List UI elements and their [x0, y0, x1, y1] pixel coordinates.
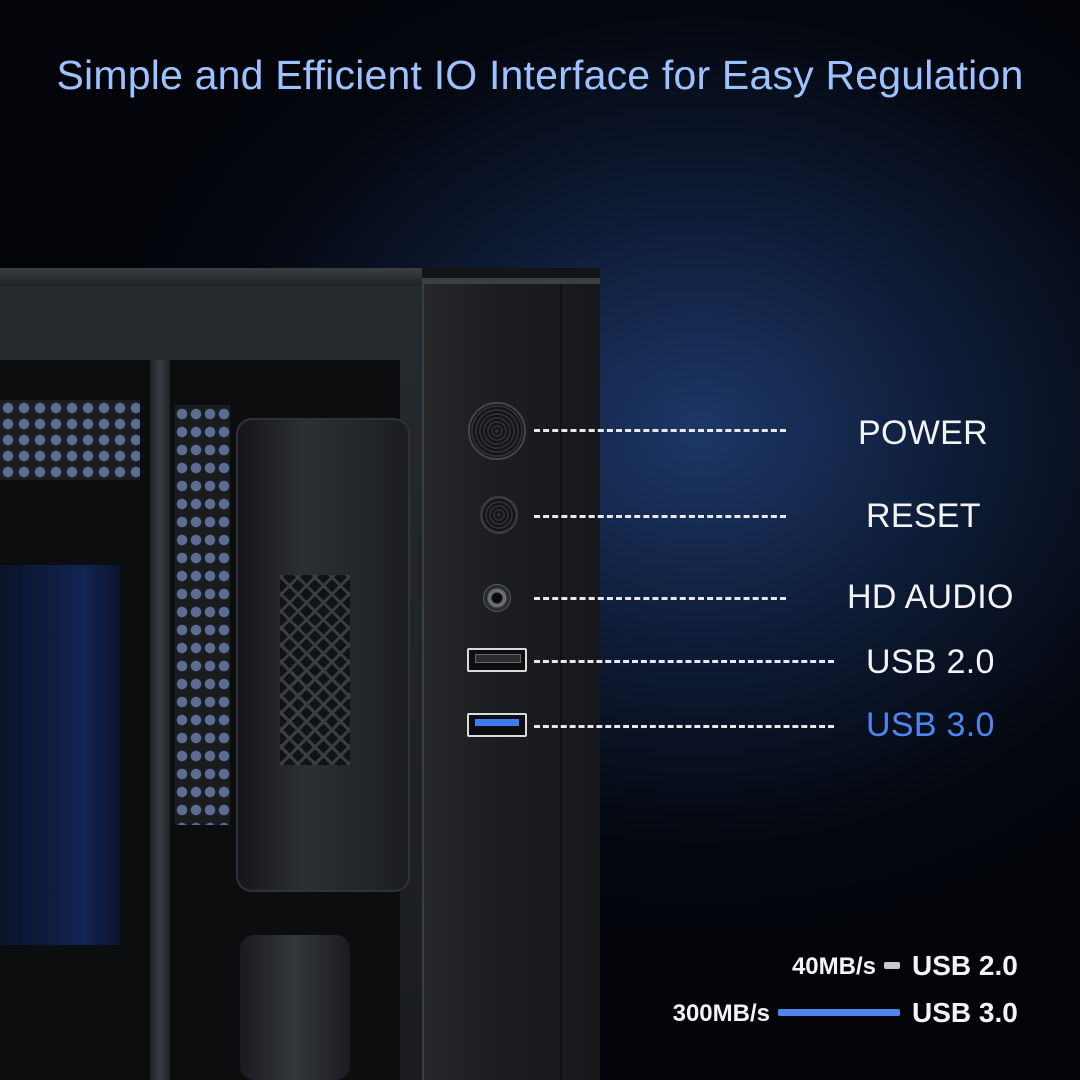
reset-label: RESET: [866, 497, 981, 535]
fan-grille: [280, 575, 350, 765]
reset-leader-line: [534, 515, 786, 518]
usb2-speed-bar: [884, 962, 900, 969]
power-button-icon[interactable]: [468, 402, 526, 460]
usb2-label: USB 2.0: [866, 643, 995, 681]
usb3-speed-value: 300MB/s: [672, 1000, 770, 1027]
usb3-port-tongue: [475, 719, 519, 726]
interior-blue-glow: [0, 565, 120, 945]
case-pillar: [150, 360, 170, 1080]
usb2-leader-line: [534, 660, 834, 663]
front-io-panel: [422, 280, 600, 1080]
headline: Simple and Efficient IO Interface for Ea…: [56, 52, 1024, 98]
usb2-speed-name: USB 2.0: [912, 950, 1018, 981]
power-label: POWER: [858, 414, 988, 452]
front-panel-seam: [560, 284, 562, 1080]
usb3-speed-name: USB 3.0: [912, 997, 1018, 1028]
usb3-leader-line: [534, 725, 834, 728]
top-mesh-vent: [0, 400, 140, 480]
case-top-edge: [0, 268, 422, 286]
side-mesh-vent: [175, 405, 230, 825]
audio-leader-line: [534, 597, 786, 600]
usb3-label: USB 3.0: [866, 706, 995, 744]
usb2-speed-value: 40MB/s: [791, 953, 876, 980]
usb2-port-icon[interactable]: [467, 648, 527, 672]
usb3-port-icon[interactable]: [467, 713, 527, 737]
reset-button-icon[interactable]: [480, 496, 518, 534]
usb3-speed-bar: [778, 1009, 900, 1016]
front-panel-top-edge: [422, 278, 600, 284]
audio-jack-icon[interactable]: [483, 584, 511, 612]
power-leader-line: [534, 429, 786, 432]
usb2-port-tongue: [475, 654, 521, 663]
lower-fan-icon: [240, 935, 350, 1080]
hd-audio-label: HD AUDIO: [847, 578, 1014, 616]
